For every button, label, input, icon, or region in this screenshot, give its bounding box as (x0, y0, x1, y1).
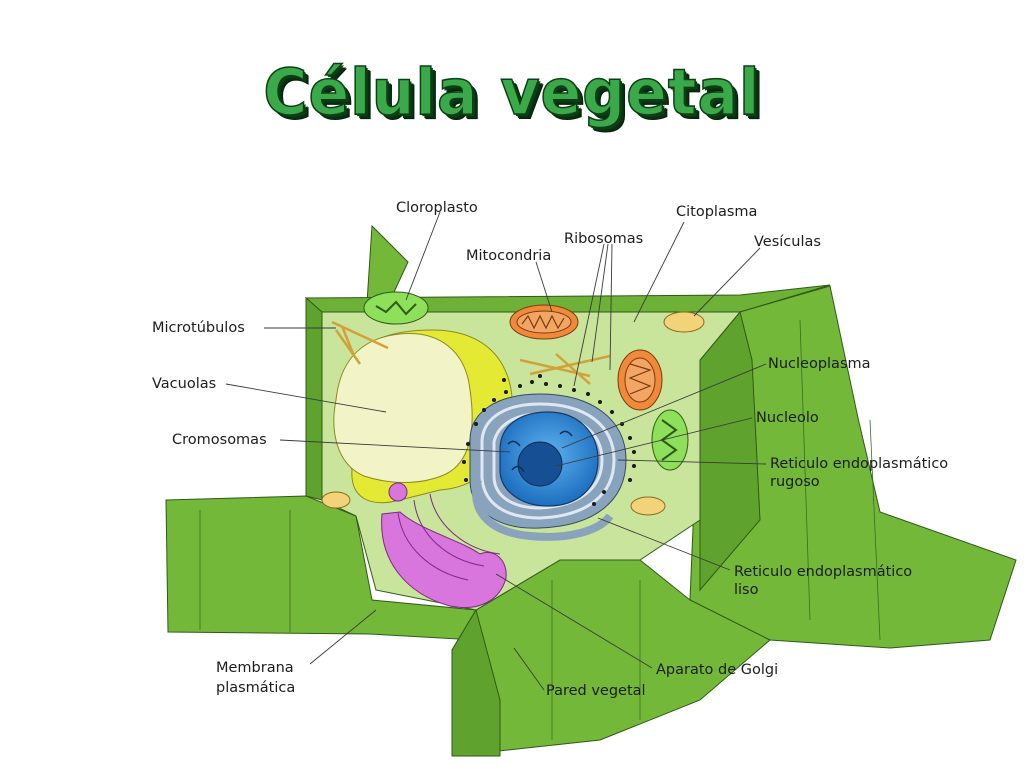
label-vacuolas: Vacuolas (152, 376, 216, 392)
label-cloroplasto: Cloroplasto (396, 200, 478, 216)
mitochondria-right (617, 349, 663, 411)
label-rel-line1: Reticulo endoplasmático (734, 564, 912, 580)
leader-lines (225, 211, 767, 691)
mitochondria-top (509, 304, 579, 340)
label-ribosomas: Ribosomas (564, 231, 643, 247)
slide-title: Célula vegetal (263, 55, 761, 130)
vesicles (321, 311, 705, 516)
golgi-apparatus (381, 482, 507, 608)
ribosomes (462, 374, 636, 506)
label-membrana-line2: plasmática (216, 680, 295, 696)
label-citoplasma: Citoplasma (676, 204, 757, 220)
microtubules (331, 320, 611, 385)
chromosomes (507, 430, 573, 473)
labels: Cloroplasto Ribosomas Citoplasma Mitocon… (152, 200, 948, 699)
vacuole (333, 329, 513, 504)
chloroplast-top (363, 291, 429, 325)
label-rer-line1: Reticulo endoplasmático (770, 456, 948, 472)
label-pared: Pared vegetal (546, 683, 646, 699)
label-rer-line2: rugoso (770, 474, 820, 490)
label-golgi: Aparato de Golgi (656, 662, 778, 678)
label-vesiculas: Vesículas (754, 234, 821, 250)
label-mitocondria: Mitocondria (466, 248, 551, 264)
label-cromosomas: Cromosomas (172, 432, 267, 448)
nucleus (499, 411, 599, 507)
cell-wall (165, 224, 1017, 757)
nucleolus (517, 441, 563, 487)
label-nucleoplasma: Nucleoplasma (768, 356, 871, 372)
label-microtubulos: Microtúbulos (152, 320, 245, 336)
label-nucleolo: Nucleolo (756, 410, 819, 426)
label-rel-line2: liso (734, 582, 759, 598)
label-membrana-line1: Membrana (216, 660, 294, 676)
